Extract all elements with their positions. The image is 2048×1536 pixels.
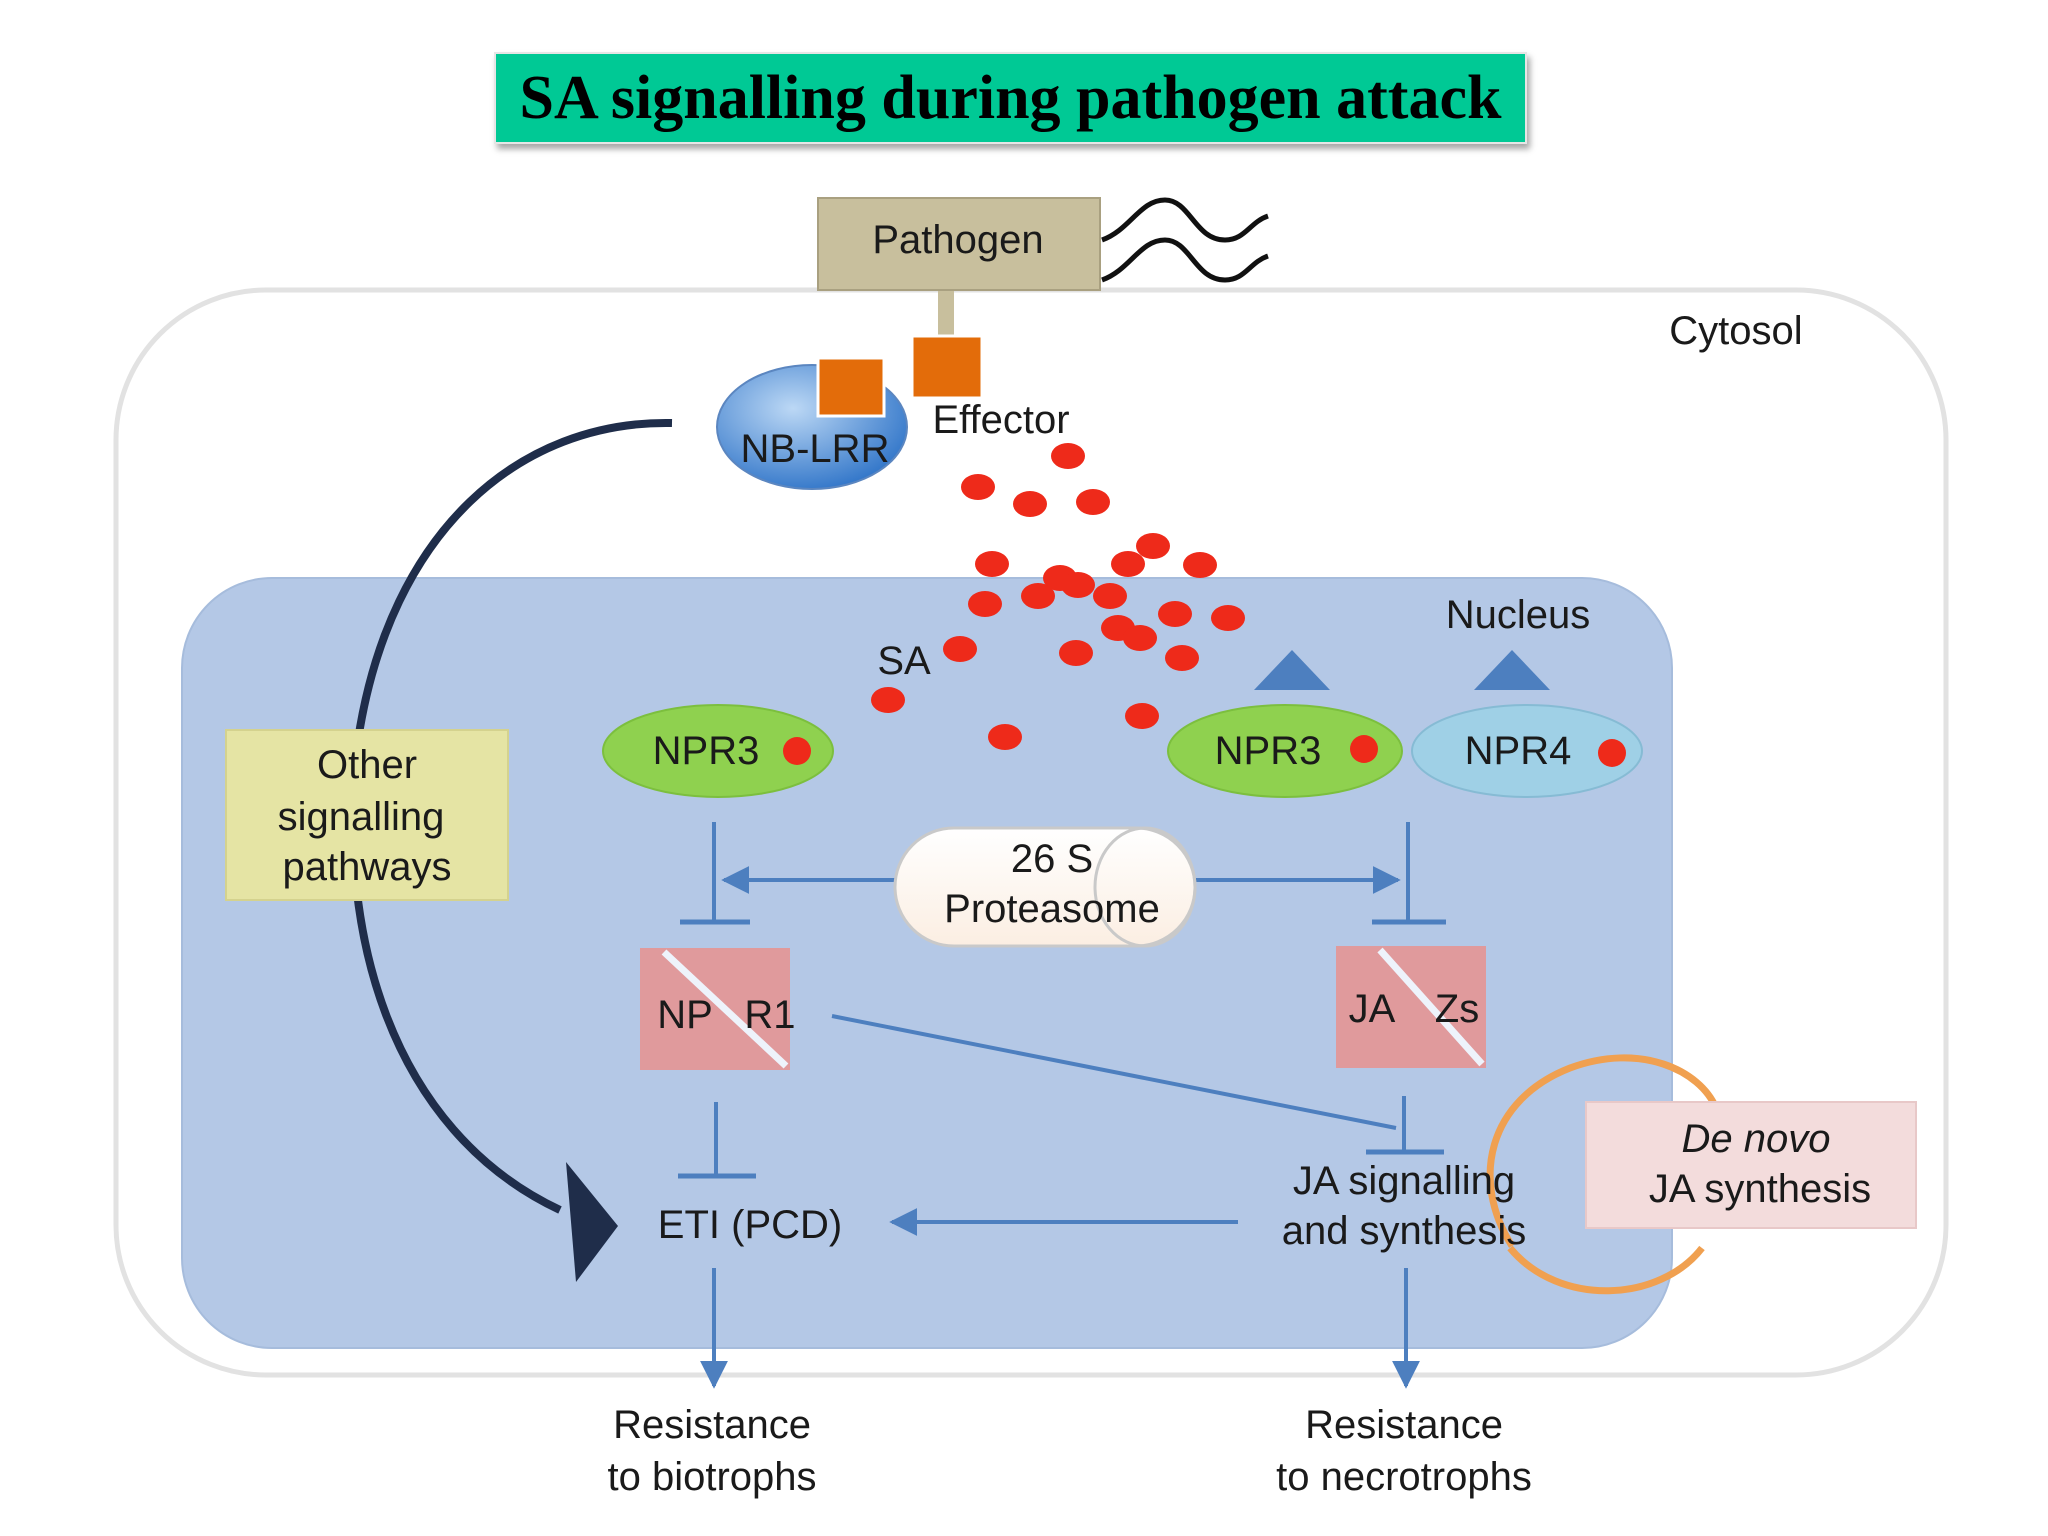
npr1-split-line [661,949,789,1069]
npr3-right-label: NPR3 [1215,729,1322,773]
nb-lrr-to-eti-arrowhead [566,1162,618,1282]
npr3-left-label: NPR3 [653,729,760,773]
cytosol-label: Cytosol [1669,309,1802,353]
jazs-label-part2: Zs [1435,987,1479,1031]
npr4-triangle [1474,650,1550,690]
proteasome-label-line2: Proteasome [944,887,1160,931]
ja-signalling-line2: and synthesis [1282,1209,1527,1253]
npr1-label-part2: R1 [744,993,795,1037]
eti-label: ETI (PCD) [658,1203,842,1247]
de-novo-cycle-arrow [1486,1054,1720,1295]
ja-signalling-line1: JA signalling [1293,1159,1515,1203]
pathogen-box [817,197,1101,291]
pathogen-flagellum-top [1101,197,1269,243]
resistance-necrotrophs-line1: Resistance [1305,1403,1503,1447]
sa-dot-npr3-right [1350,735,1378,763]
pathogen-label: Pathogen [872,218,1043,262]
resistance-biotrophs-line2: to biotrophs [607,1455,816,1499]
npr1-inhibits-ja-line [831,1014,1397,1130]
npr4-label: NPR4 [1465,729,1572,773]
effector-label: Effector [932,398,1069,442]
other-signalling-line3: pathways [283,845,452,889]
npr3-triangle [1254,650,1330,690]
npr4 [1411,704,1643,798]
other-signalling-line2: signalling [278,795,445,839]
resistance-necrotrophs-line2: to necrotrophs [1276,1455,1532,1499]
sa-dot-npr4 [1598,739,1626,767]
sa-dot-npr3-left [783,737,811,765]
pathogen-flagellum-bottom [1101,237,1269,283]
jazs-label-part1: JA [1349,987,1396,1031]
sa-molecule-cloud [871,443,1245,750]
npr1-label-part1: NP [657,993,713,1037]
other-signalling-line1: Other [317,743,417,787]
de-novo-line2: JA synthesis [1649,1167,1871,1211]
npr3-left [602,704,834,798]
page-title: SA signalling during pathogen attack [494,52,1527,144]
de-novo-line1: De novo [1682,1117,1831,1161]
jazs-split-line [1377,947,1485,1067]
nb-lrr-label: NB-LRR [741,427,890,471]
effector-bound-square [816,356,886,418]
sa-label: SA [877,639,931,683]
proteasome-label-line1: 26 S [1011,837,1093,881]
proteasome-end-cap [1093,826,1197,948]
other-signalling-box [225,729,509,901]
de-novo-box [1585,1101,1917,1229]
jazs-box [1336,946,1486,1068]
nucleus-label: Nucleus [1446,593,1591,637]
resistance-biotrophs-line1: Resistance [613,1403,811,1447]
npr3-right [1167,704,1403,798]
effector-square [910,334,984,400]
